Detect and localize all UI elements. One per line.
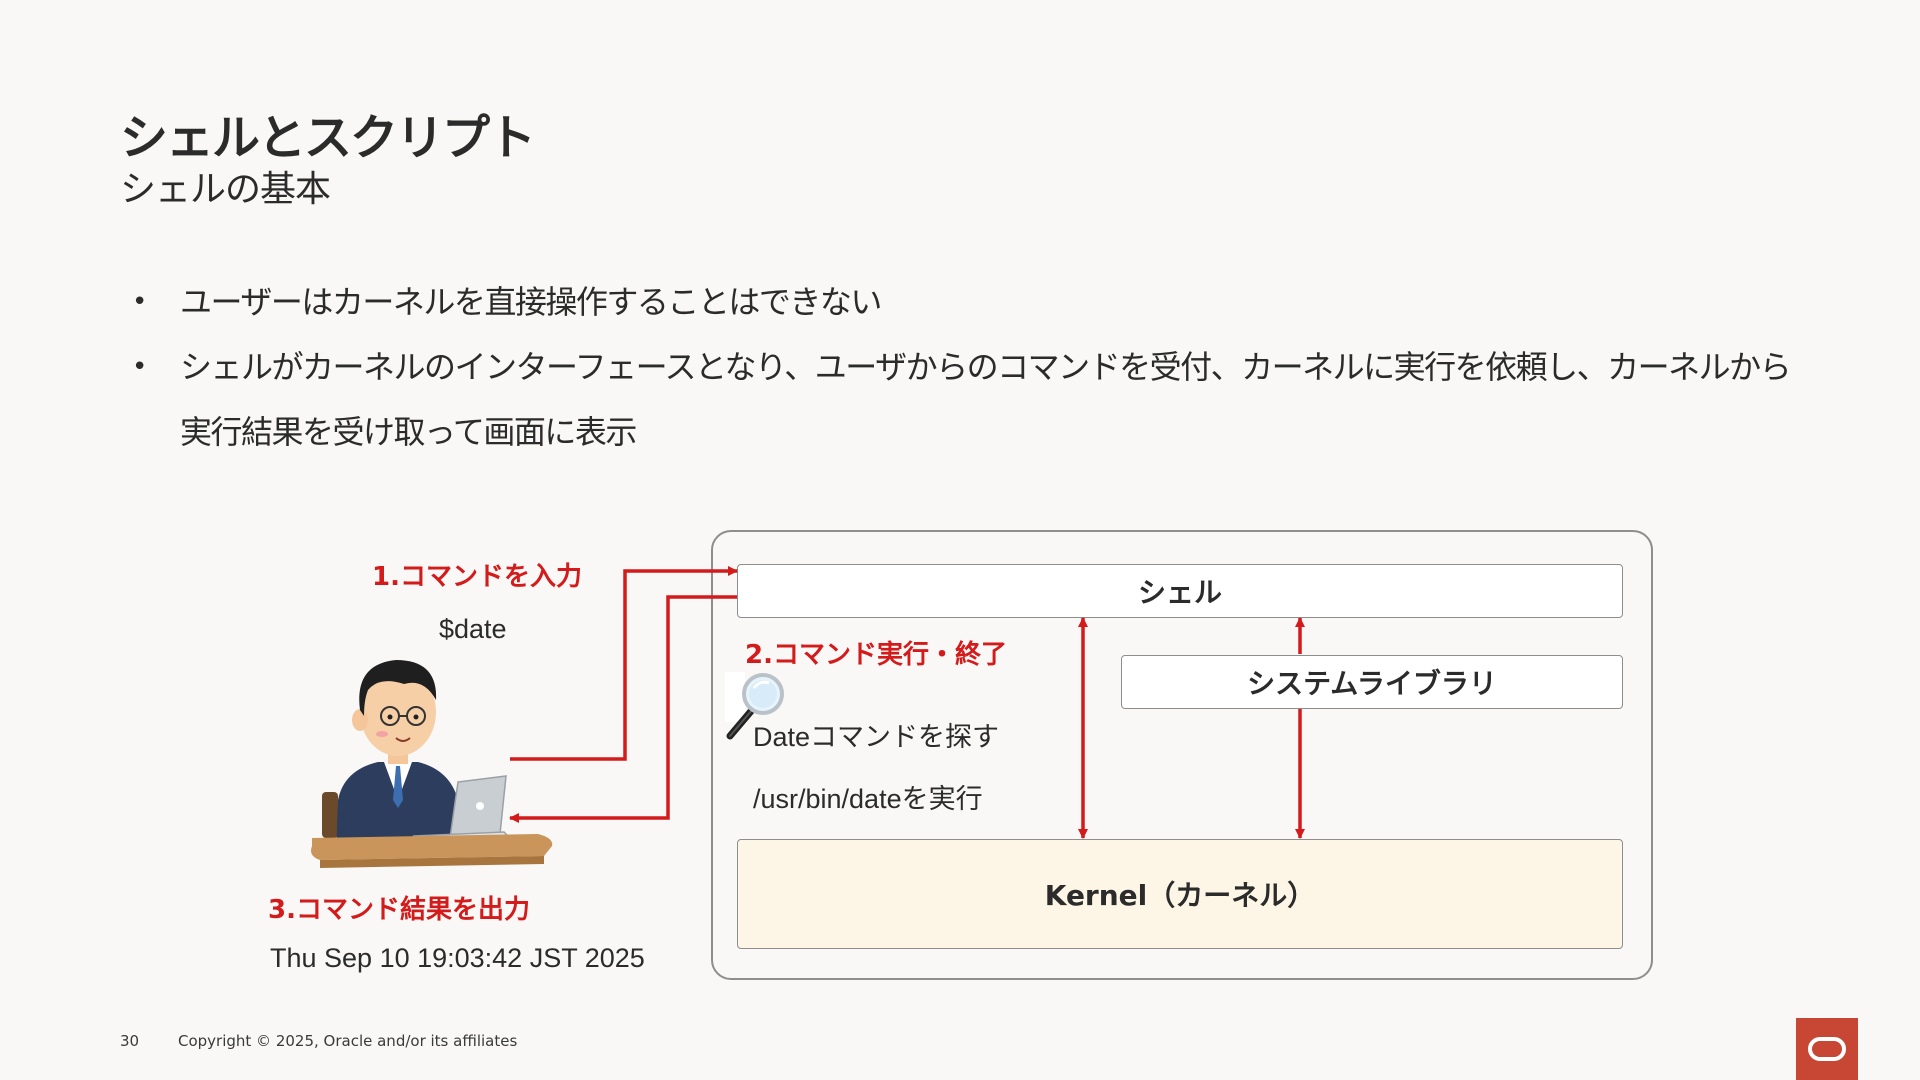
user-with-laptop-illustration [311, 660, 553, 868]
step2-detail-find: Dateコマンドを探す [753, 722, 1000, 752]
kernel-box: Kernel（カーネル） [737, 839, 1623, 949]
bullet-dot-icon: • [132, 287, 147, 317]
bullet-text: シェルがカーネルのインターフェースとなり、ユーザからのコマンドを受付、カーネルに… [180, 348, 1792, 451]
step3-output: Thu Sep 10 19:03:42 JST 2025 [270, 943, 645, 973]
bullet-text: ユーザーはカーネルを直接操作することはできない [180, 283, 882, 321]
shell-box: シェル [737, 564, 1623, 618]
bullet-item: • ユーザーはカーネルを直接操作することはできない [132, 270, 1812, 335]
bullet-list: • ユーザーはカーネルを直接操作することはできない • シェルがカーネルのインタ… [132, 270, 1812, 465]
copyright-text: Copyright © 2025, Oracle and/or its affi… [178, 1032, 518, 1050]
step3-label: 3.コマンド結果を出力 [268, 895, 530, 925]
step2-label: 2.コマンド実行・終了 [745, 640, 1007, 670]
slide-subtitle: シェルの基本 [120, 169, 331, 210]
system-library-box: システムライブラリ [1121, 655, 1623, 709]
slide-title: シェルとスクリプト [120, 110, 536, 166]
step1-command: $date [439, 614, 507, 644]
magnifier-icon [725, 672, 784, 740]
oracle-logo [1796, 1018, 1858, 1080]
step2-detail-exec: /usr/bin/dateを実行 [753, 784, 983, 814]
bullet-dot-icon: • [132, 352, 147, 382]
bullet-item: • シェルがカーネルのインターフェースとなり、ユーザからのコマンドを受付、カーネ… [132, 335, 1812, 465]
step1-label: 1.コマンドを入力 [372, 562, 582, 592]
output-arrow [509, 595, 737, 823]
input-arrow [510, 566, 738, 761]
oracle-ring-icon [1808, 1037, 1846, 1061]
page-number: 30 [120, 1032, 140, 1050]
